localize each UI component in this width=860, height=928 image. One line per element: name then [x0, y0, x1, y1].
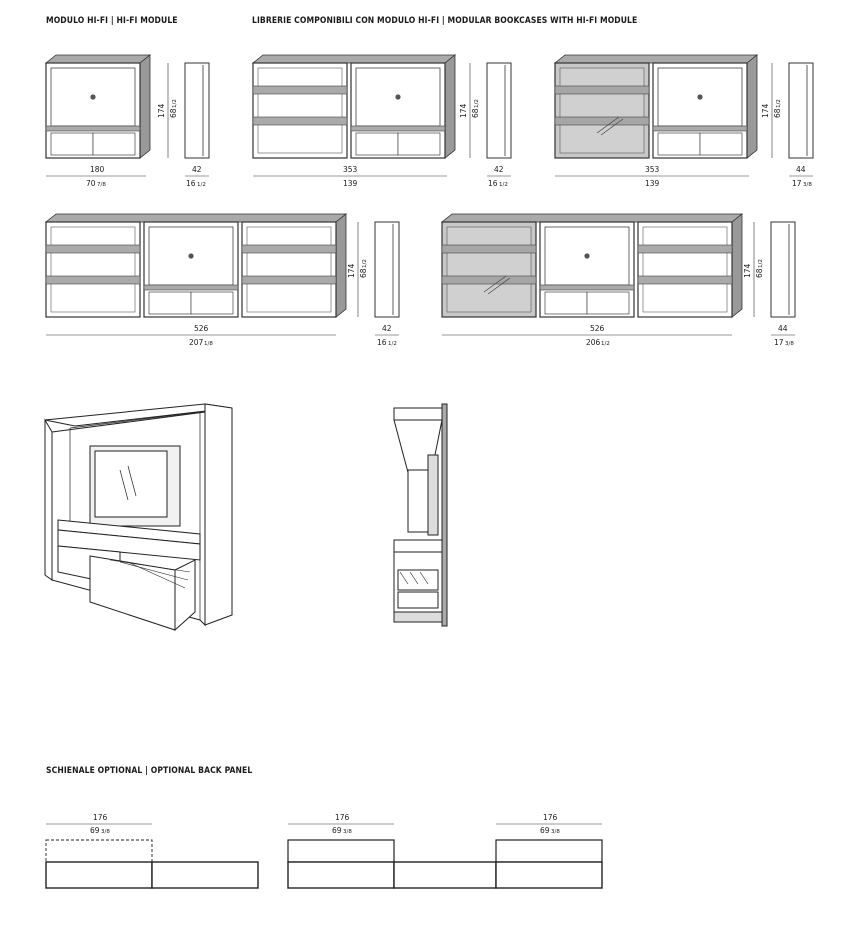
svg-text:174: 174 — [459, 103, 468, 118]
bookcase-353-backpanel-front — [553, 54, 759, 159]
svg-text:68: 68 — [755, 268, 764, 278]
svg-text:3/8: 3/8 — [803, 182, 812, 188]
hifi-module-front — [44, 54, 152, 159]
dim-height-3: 174 68 1/2 — [761, 63, 782, 158]
svg-text:44: 44 — [796, 165, 806, 174]
svg-text:68: 68 — [359, 268, 368, 278]
svg-text:17: 17 — [792, 179, 802, 188]
bookcase-353-side — [486, 62, 512, 159]
svg-text:1/2: 1/2 — [758, 259, 764, 268]
bookcase-526-backpanel-side — [770, 221, 796, 318]
svg-text:16: 16 — [377, 338, 387, 347]
dim-backpanel-1: 176 69 3/8 — [46, 813, 152, 835]
svg-text:176: 176 — [543, 813, 558, 822]
svg-text:353: 353 — [645, 165, 660, 174]
hifi-module-heading: MODULO HI-FI | HI-FI MODULE — [46, 16, 178, 26]
svg-text:68: 68 — [471, 108, 480, 118]
dim-width-1: 180 70 7/8 — [46, 165, 146, 188]
svg-text:42: 42 — [494, 165, 504, 174]
svg-text:16: 16 — [488, 179, 498, 188]
svg-text:139: 139 — [645, 179, 660, 188]
svg-text:3/8: 3/8 — [101, 829, 110, 835]
svg-text:3/8: 3/8 — [343, 829, 352, 835]
dim-depth-4: 42 16 1/2 — [375, 324, 399, 347]
svg-text:353: 353 — [343, 165, 358, 174]
dim-height-1: 174 68 1/2 — [157, 63, 178, 158]
svg-text:1/2: 1/2 — [388, 341, 397, 347]
dim-height-5: 174 68 1/2 — [743, 222, 764, 317]
bookcase-353-front — [251, 54, 457, 159]
dim-depth-1: 42 16 1/2 — [185, 165, 209, 188]
dim-height-4: 174 68 1/2 — [347, 222, 368, 317]
svg-text:1/2: 1/2 — [172, 99, 178, 108]
svg-text:44: 44 — [778, 324, 788, 333]
svg-text:176: 176 — [335, 813, 350, 822]
hifi-module-perspective — [44, 403, 233, 632]
dim-depth-5: 44 17 3/8 — [771, 324, 795, 347]
back-panel-heading: SCHIENALE OPTIONAL | OPTIONAL BACK PANEL — [46, 766, 253, 776]
dim-width-4: 526 207 1/8 — [46, 324, 336, 347]
svg-text:174: 174 — [761, 103, 770, 118]
svg-text:1/2: 1/2 — [474, 99, 480, 108]
svg-text:42: 42 — [192, 165, 202, 174]
svg-text:68: 68 — [169, 108, 178, 118]
svg-text:69: 69 — [540, 826, 550, 835]
dim-depth-2: 42 16 1/2 — [487, 165, 511, 188]
dim-backpanel-2: 176 69 3/8 — [288, 813, 394, 835]
bookcase-526-front — [44, 213, 348, 318]
bookcase-526-backpanel-front — [440, 213, 744, 318]
hifi-module-side — [184, 62, 210, 159]
dim-width-2: 353 139 — [253, 165, 447, 188]
svg-text:68: 68 — [773, 108, 782, 118]
svg-text:1/2: 1/2 — [197, 182, 206, 188]
svg-text:176: 176 — [93, 813, 108, 822]
svg-text:526: 526 — [590, 324, 605, 333]
svg-text:16: 16 — [186, 179, 196, 188]
svg-text:3/8: 3/8 — [551, 829, 560, 835]
svg-text:174: 174 — [743, 263, 752, 278]
bookcase-353-backpanel-side — [788, 62, 814, 159]
svg-text:174: 174 — [157, 103, 166, 118]
svg-text:69: 69 — [90, 826, 100, 835]
svg-text:70: 70 — [86, 179, 96, 188]
bookcase-526-side — [374, 221, 400, 318]
svg-text:526: 526 — [194, 324, 209, 333]
svg-text:1/2: 1/2 — [499, 182, 508, 188]
dim-width-5: 526 206 1/2 — [442, 324, 732, 347]
svg-text:174: 174 — [347, 263, 356, 278]
svg-text:180: 180 — [90, 165, 105, 174]
dim-depth-3: 44 17 3/8 — [789, 165, 813, 188]
dim-height-2: 174 68 1/2 — [459, 63, 480, 158]
svg-text:206: 206 — [586, 338, 601, 347]
svg-text:1/8: 1/8 — [204, 341, 213, 347]
svg-text:17: 17 — [774, 338, 784, 347]
svg-text:1/2: 1/2 — [601, 341, 610, 347]
svg-text:42: 42 — [382, 324, 392, 333]
svg-text:1/2: 1/2 — [362, 259, 368, 268]
hifi-module-section — [393, 403, 448, 627]
svg-text:1/2: 1/2 — [776, 99, 782, 108]
dim-width-3: 353 139 — [555, 165, 749, 188]
svg-text:3/8: 3/8 — [785, 341, 794, 347]
svg-text:207: 207 — [189, 338, 204, 347]
back-panel-row — [45, 839, 603, 889]
svg-text:69: 69 — [332, 826, 342, 835]
svg-text:139: 139 — [343, 179, 358, 188]
svg-text:7/8: 7/8 — [97, 182, 106, 188]
modular-bookcases-heading: LIBRERIE COMPONIBILI CON MODULO HI-FI | … — [252, 16, 638, 26]
dim-backpanel-3: 176 69 3/8 — [496, 813, 602, 835]
